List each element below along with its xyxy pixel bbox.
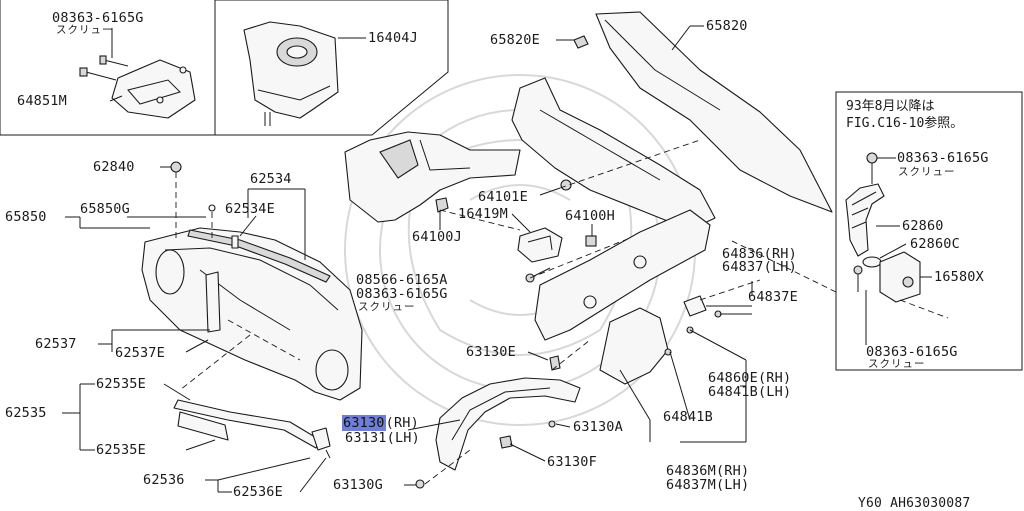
label-08363-6165g-top: 08363-6165G [52, 10, 144, 26]
label-62537: 62537 [35, 336, 77, 352]
label-64837m-lh: 64837M(LH) [666, 477, 750, 493]
bracket-62537 [205, 271, 221, 333]
label-62535e-bot: 62535E [96, 442, 146, 458]
label-65820e: 65820E [490, 32, 540, 48]
label-64836-rh: 64836(RH) [722, 246, 797, 262]
label-62534e: 62534E [225, 201, 275, 217]
label-64851m: 64851M [17, 93, 67, 109]
label-62536: 62536 [143, 472, 185, 488]
label-64836m-rh: 64836M(RH) [666, 463, 750, 479]
label-inset-screw-a: スクリュー [898, 166, 956, 178]
inset-frame-left [0, 0, 216, 136]
inset-note-line2: FIG.C16-10参照。 [846, 116, 964, 131]
bracket-64851m [79, 55, 196, 119]
seal-62534 [187, 229, 331, 283]
label-16580x: 16580X [934, 269, 984, 285]
label-62860: 62860 [902, 218, 944, 234]
bracket-16419m [517, 227, 563, 263]
part-64100j [435, 197, 449, 213]
label-inset-08363-6165g-b: 08363-6165G [866, 344, 958, 360]
footer-reference: Y60 AH63030087 [858, 496, 971, 511]
label-63130-rh-suffix: (RH) [385, 415, 419, 431]
part-64100h [585, 235, 597, 247]
label-08566-6165a: 08566-6165A [356, 272, 448, 288]
label-64841b-lh: 64841B(LH) [708, 384, 792, 400]
inset-frame-note [835, 91, 1023, 371]
label-65850g: 65850G [80, 201, 130, 217]
label-64837e: 64837E [748, 289, 798, 305]
label-62840: 62840 [93, 159, 135, 175]
splash-shield-63130 [435, 377, 581, 471]
label-64100h: 64100H [565, 208, 615, 224]
label-63130g: 63130G [333, 477, 383, 493]
label-62535e-top: 62535E [96, 376, 146, 392]
label-63130-rh: 63130(RH) [342, 415, 419, 431]
intake-duct-62860 [845, 183, 885, 257]
label-63130e: 63130E [466, 344, 516, 360]
label-62860c: 62860C [910, 236, 960, 252]
inset-note-line1: 93年8月以降は [846, 99, 935, 114]
label-65850: 65850 [5, 209, 47, 225]
highlighted-part-63130: 63130 [342, 415, 386, 431]
label-64841b: 64841B [663, 409, 713, 425]
bracket-64841b [599, 307, 694, 385]
inset-frame-right [215, 0, 449, 136]
cowl-side-panel [344, 131, 521, 223]
core-support-65850 [141, 227, 363, 401]
label-64100j: 64100J [412, 229, 462, 245]
resonator-16580x [879, 251, 921, 303]
label-65820: 65820 [706, 18, 748, 34]
label-screw-mid: スクリュー [358, 301, 416, 313]
label-screw-top: スクリュー [56, 24, 114, 36]
label-inset-08363-6165g-a: 08363-6165G [897, 150, 989, 166]
label-63130a: 63130A [573, 419, 623, 435]
clip-64101e [560, 179, 572, 191]
strip-62535 [173, 399, 321, 449]
label-62534: 62534 [250, 171, 292, 187]
member-64836 [534, 209, 711, 341]
label-64101e: 64101E [478, 189, 528, 205]
label-16419m: 16419M [458, 206, 508, 222]
part-64837e [683, 295, 707, 317]
label-62536e: 62536E [233, 484, 283, 500]
label-62535: 62535 [5, 405, 47, 421]
label-63130f: 63130F [547, 454, 597, 470]
label-16404j: 16404J [368, 30, 418, 46]
label-63131-lh: 63131(LH) [345, 430, 420, 446]
part-62536 [311, 427, 331, 451]
label-64837-lh: 64837(LH) [722, 259, 797, 275]
label-08363-6165g-mid: 08363-6165G [356, 286, 448, 302]
label-inset-screw-b: スクリュー [868, 358, 926, 370]
label-64860e-rh: 64860E(RH) [708, 370, 792, 386]
label-62537e: 62537E [115, 345, 165, 361]
bracket-16404j [243, 21, 339, 126]
panel-65820 [595, 11, 833, 213]
bolt-62840 [170, 161, 182, 173]
